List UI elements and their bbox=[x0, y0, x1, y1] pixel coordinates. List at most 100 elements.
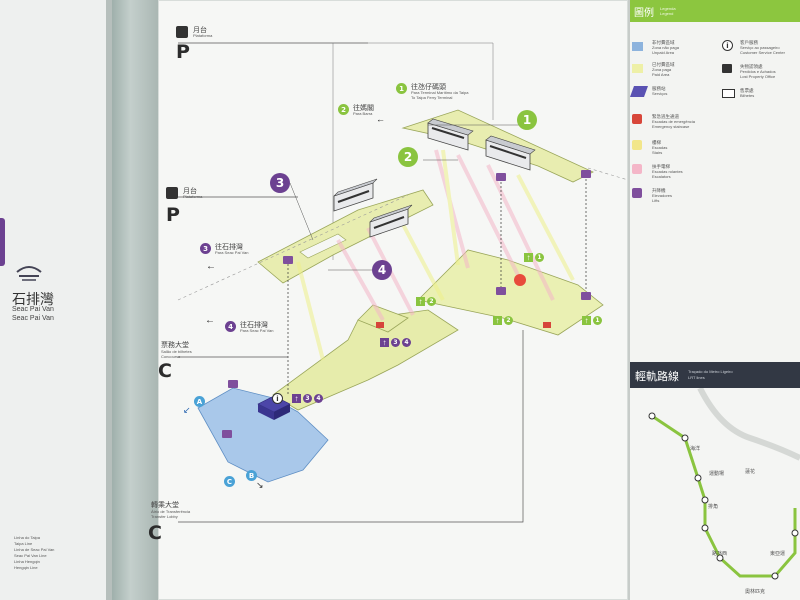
route-station-dot bbox=[694, 474, 702, 482]
up-arrow-icon: ↑ bbox=[292, 394, 301, 403]
track-line bbox=[177, 194, 409, 301]
level-letter: P bbox=[176, 41, 190, 63]
route-title-cn: 輕軌路線 bbox=[635, 370, 679, 383]
level-letter: P bbox=[166, 204, 180, 226]
route-title-en: LRT lines bbox=[688, 375, 705, 380]
route-station-dot bbox=[701, 524, 709, 532]
legend-item-cn: 緊急逃生通道 bbox=[652, 114, 679, 119]
legend-item-en: Escalators bbox=[652, 174, 671, 179]
legend-item-pt: Escadas de emergência bbox=[652, 119, 695, 124]
route-station-label: 排角 bbox=[708, 504, 719, 510]
customer-service-block bbox=[274, 404, 290, 420]
coastline bbox=[697, 388, 800, 461]
exit-arrow-icon: ↘ bbox=[256, 480, 264, 490]
legend-item-cn: 售票處 bbox=[740, 88, 754, 93]
legend-item-en: Customer Service Center bbox=[740, 50, 785, 55]
line-badge: 1 bbox=[593, 316, 602, 325]
legend-item-pt: Serviço ao passageiro bbox=[740, 45, 780, 50]
route-station-dot bbox=[771, 572, 779, 580]
legend-item-en: Paid Area bbox=[652, 72, 670, 77]
customer-service-block bbox=[258, 404, 274, 420]
platform-badge-2: 2 bbox=[398, 147, 418, 167]
destination-pt: Para Barra bbox=[353, 111, 373, 116]
line-badge: 1 bbox=[535, 253, 544, 262]
route-station-dot bbox=[791, 529, 799, 537]
level-title-pt: Salão de bilhetes bbox=[161, 349, 192, 354]
legend-item-cn: 失物認領處 bbox=[740, 64, 763, 69]
level-title-cn: 轉乘大堂 bbox=[151, 502, 179, 509]
legend-item-pt: Bilhetes bbox=[740, 93, 755, 98]
legend-item-pt: Serviços bbox=[652, 91, 668, 96]
legend-item-pt: Escadas rolantes bbox=[652, 169, 683, 174]
legend-item-cn: 扶手電梯 bbox=[652, 164, 670, 169]
legend-item-paid: 已付費區域 Zona paga Paid Area bbox=[632, 62, 717, 86]
up-arrow-icon: ↑ bbox=[416, 297, 425, 306]
emergency-stairs-icon bbox=[632, 114, 642, 124]
destination-cn: 往媽閣 bbox=[353, 105, 374, 112]
seac-pai-van-line-color-bar bbox=[0, 218, 5, 266]
direction-arrow-icon: ← bbox=[205, 315, 215, 326]
route-title-pt: Traçado do Metro Ligeiro bbox=[688, 369, 733, 374]
destination-pt: Para Seac Pai Van bbox=[215, 250, 249, 255]
direction-arrow-icon: ← bbox=[376, 114, 385, 124]
train-icon bbox=[166, 187, 178, 199]
destination-pt: Para Terminal Marítimo da Taipa bbox=[411, 90, 469, 95]
glass-gap bbox=[112, 0, 158, 600]
platform-badge-4: 4 bbox=[372, 260, 392, 280]
exit-c-badge: C bbox=[224, 476, 235, 487]
destination-cn: 往氹仔碼頭 bbox=[411, 84, 446, 91]
line-badge-3: 3 bbox=[200, 243, 211, 254]
station-name-en: Seac Pai Van bbox=[12, 315, 54, 322]
lift-marker bbox=[581, 292, 591, 300]
legend-item-pt: Zona não paga bbox=[652, 45, 679, 50]
footer-line-label: Seac Pai Van Line bbox=[14, 553, 47, 558]
you-are-here-marker bbox=[514, 274, 526, 286]
services-swatch bbox=[629, 86, 649, 97]
route-map-diagram bbox=[630, 388, 800, 600]
track-line bbox=[587, 167, 628, 181]
legend-item-pt: Escadas bbox=[652, 145, 668, 150]
footer-line-label: Taipa Line bbox=[14, 541, 33, 546]
level-title-en: Transfer Lobby bbox=[151, 514, 178, 519]
elevator-icon bbox=[632, 188, 642, 198]
level-title-pt: Plataforma bbox=[183, 194, 203, 199]
direction-arrow-icon: ← bbox=[206, 261, 216, 272]
route-station-label: 東亞運 bbox=[770, 551, 786, 557]
legend-item-cn: 非付費區域 bbox=[652, 40, 675, 45]
level-title-cn: 月台 bbox=[193, 27, 207, 34]
line-badge: 4 bbox=[402, 338, 411, 347]
route-station-dot bbox=[681, 434, 689, 442]
legend-item-cn: 已付費區域 bbox=[652, 62, 675, 67]
level-divider-line bbox=[368, 42, 494, 120]
destination-pt: Para Seac Pai Van bbox=[240, 328, 274, 333]
platform-badge-3: 3 bbox=[270, 173, 290, 193]
arrow-group-green: ↑ 1 bbox=[582, 316, 602, 325]
paid-swatch bbox=[632, 64, 643, 73]
route-station-dot bbox=[716, 554, 724, 562]
line-badge: 3 bbox=[303, 394, 312, 403]
up-arrow-icon: ↑ bbox=[493, 316, 502, 325]
legend-item-lost-property: 失物認領處 Perdidos e Achados Lost Property O… bbox=[722, 64, 798, 88]
lift-marker bbox=[283, 256, 293, 264]
route-station-label: 蓮花 bbox=[745, 469, 756, 475]
line-badge: 3 bbox=[391, 338, 400, 347]
route-stations bbox=[648, 412, 799, 580]
escalator-icon bbox=[632, 164, 642, 174]
up-arrow-icon: ↑ bbox=[380, 338, 389, 347]
legend-item-cn: 客戶服務 bbox=[740, 40, 758, 45]
footer-line-label: Hengqin Line bbox=[14, 565, 38, 570]
level-title-pt: Átrio de Transferência bbox=[151, 509, 191, 514]
legend-item-stairs: 樓梯 Escadas Stairs bbox=[632, 140, 717, 164]
legend-item-en: Lost Property Office bbox=[740, 74, 776, 79]
train-green-1 bbox=[427, 118, 474, 151]
legend-item-escalators: 扶手電梯 Escadas rolantes Escalators bbox=[632, 164, 717, 188]
taipa-line-route bbox=[651, 414, 797, 578]
level-divider-line bbox=[178, 330, 524, 523]
legend-item-lifts: 升降機 Elevadores Lifts bbox=[632, 188, 717, 212]
legend-item-emergency: 緊急逃生通道 Escadas de emergência Emergency s… bbox=[632, 114, 717, 140]
destination-cn: 往石排灣 bbox=[240, 322, 268, 329]
destination-en: To Taipa Ferry Terminal bbox=[411, 95, 453, 100]
route-station-label: 海洋 bbox=[690, 446, 701, 452]
legend-item-cn: 樓梯 bbox=[652, 140, 661, 145]
line-badge: 4 bbox=[314, 394, 323, 403]
